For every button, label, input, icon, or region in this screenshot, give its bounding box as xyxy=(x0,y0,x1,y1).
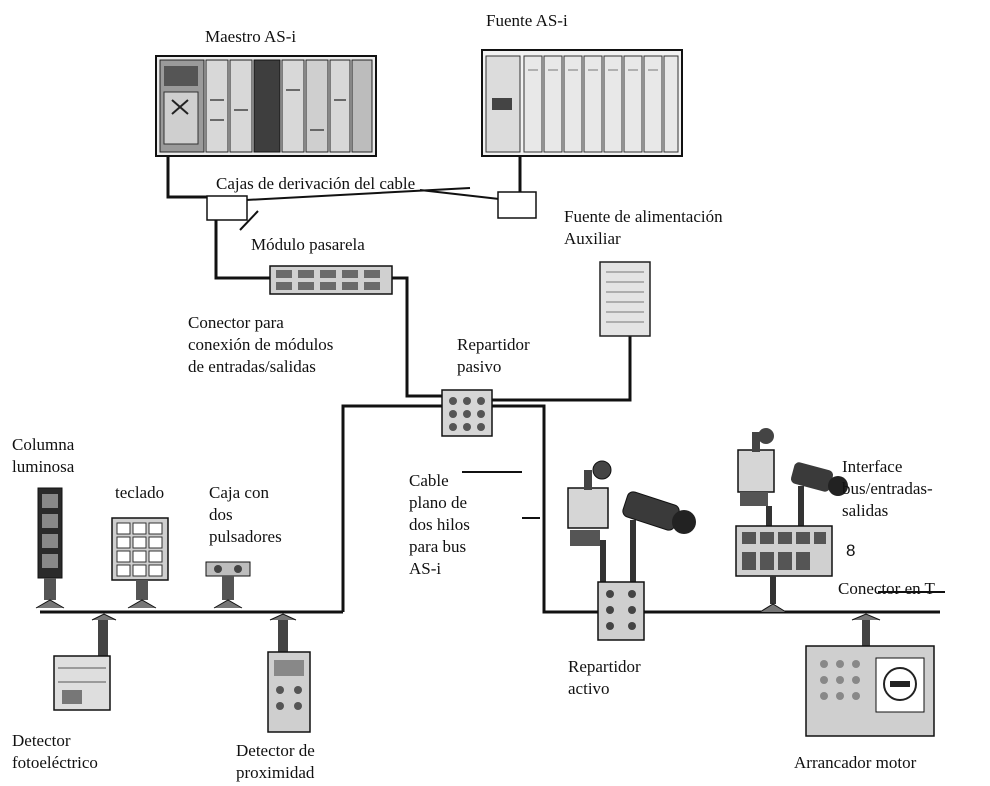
passive-splitter-icon xyxy=(442,390,492,436)
label-rep-activo: Repartidor activo xyxy=(568,656,641,700)
cable-to-repartidor-pasivo xyxy=(390,278,444,396)
label-teclado: teclado xyxy=(115,482,164,504)
label-columna: Columna luminosa xyxy=(12,434,74,478)
active-splitter-icon xyxy=(598,582,644,640)
keypad-icon xyxy=(112,518,168,608)
io-limit-switch-icon xyxy=(738,428,774,526)
limit-switch-icon xyxy=(568,461,611,584)
power-supply-rack-icon xyxy=(482,50,682,156)
label-maestro: Maestro AS-i xyxy=(205,26,296,48)
indicator-column-icon xyxy=(36,488,64,608)
motor-starter-icon xyxy=(806,614,934,736)
cable-master-down xyxy=(168,156,210,197)
label-cajas: Cajas de derivación del cable xyxy=(216,173,415,195)
label-detector-foto: Detector fotoeléctrico xyxy=(12,730,98,774)
gateway-module-icon xyxy=(270,266,392,294)
plc-rack-icon xyxy=(156,56,376,156)
branch-box-icon xyxy=(207,192,536,220)
io-interface-module-icon xyxy=(736,526,832,612)
label-interface-number: 8 xyxy=(846,540,855,562)
aux-power-supply-icon xyxy=(600,262,650,336)
label-rep-pasivo: Repartidor pasivo xyxy=(457,334,530,378)
io-sensor-icon xyxy=(790,461,848,526)
label-fuente-aux: Fuente de alimentación Auxiliar xyxy=(564,206,723,250)
label-fuente: Fuente AS-i xyxy=(486,10,568,32)
label-interface: Interface bus/entradas- salidas xyxy=(842,456,933,522)
pushbutton-box-icon xyxy=(206,562,250,608)
photoelectric-detector-icon xyxy=(54,614,116,710)
label-caja-pulsadores: Caja con dos pulsadores xyxy=(209,482,282,548)
label-detector-prox: Detector de proximidad xyxy=(236,740,315,784)
label-conector-modulos: Conector para conexión de módulos de ent… xyxy=(188,312,333,378)
label-modulo: Módulo pasarela xyxy=(251,234,365,256)
label-conector-t: Conector en T xyxy=(838,578,935,600)
label-cable-plano: Cable plano de dos hilos para bus AS-i xyxy=(409,470,470,580)
leader-cajas-2 xyxy=(420,190,508,200)
proximity-detector-icon xyxy=(268,614,310,732)
label-arrancador: Arrancador motor xyxy=(794,752,916,774)
photoelectric-sensor-icon xyxy=(621,490,696,584)
